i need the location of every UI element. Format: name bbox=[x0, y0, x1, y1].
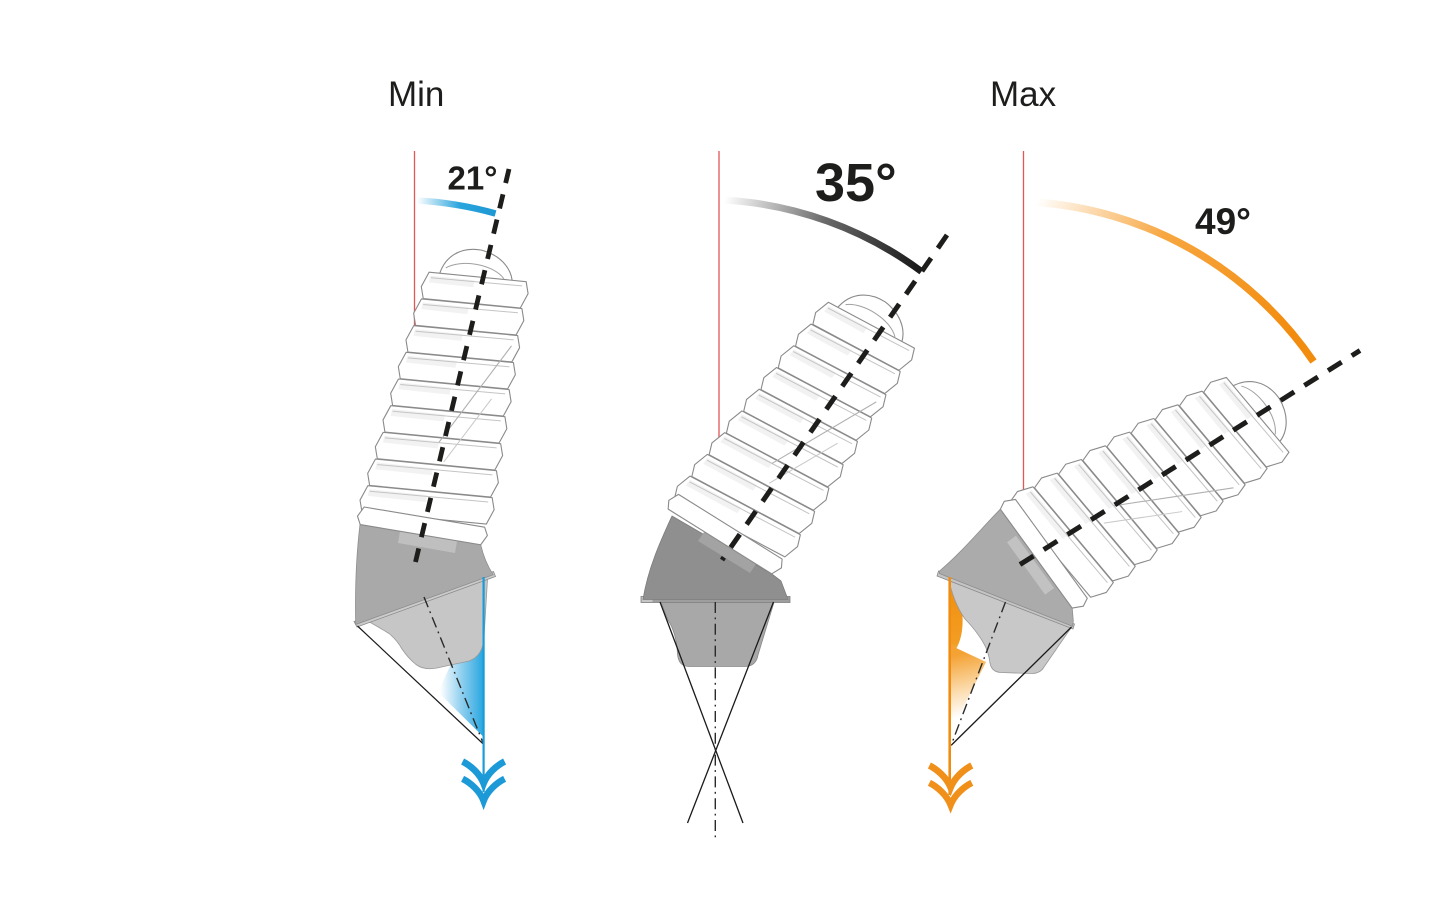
svg-text:21°: 21° bbox=[448, 160, 498, 197]
svg-text:Min: Min bbox=[388, 75, 444, 114]
svg-text:49°: 49° bbox=[1195, 201, 1251, 242]
svg-text:35°: 35° bbox=[815, 153, 897, 213]
svg-text:Max: Max bbox=[990, 75, 1057, 114]
